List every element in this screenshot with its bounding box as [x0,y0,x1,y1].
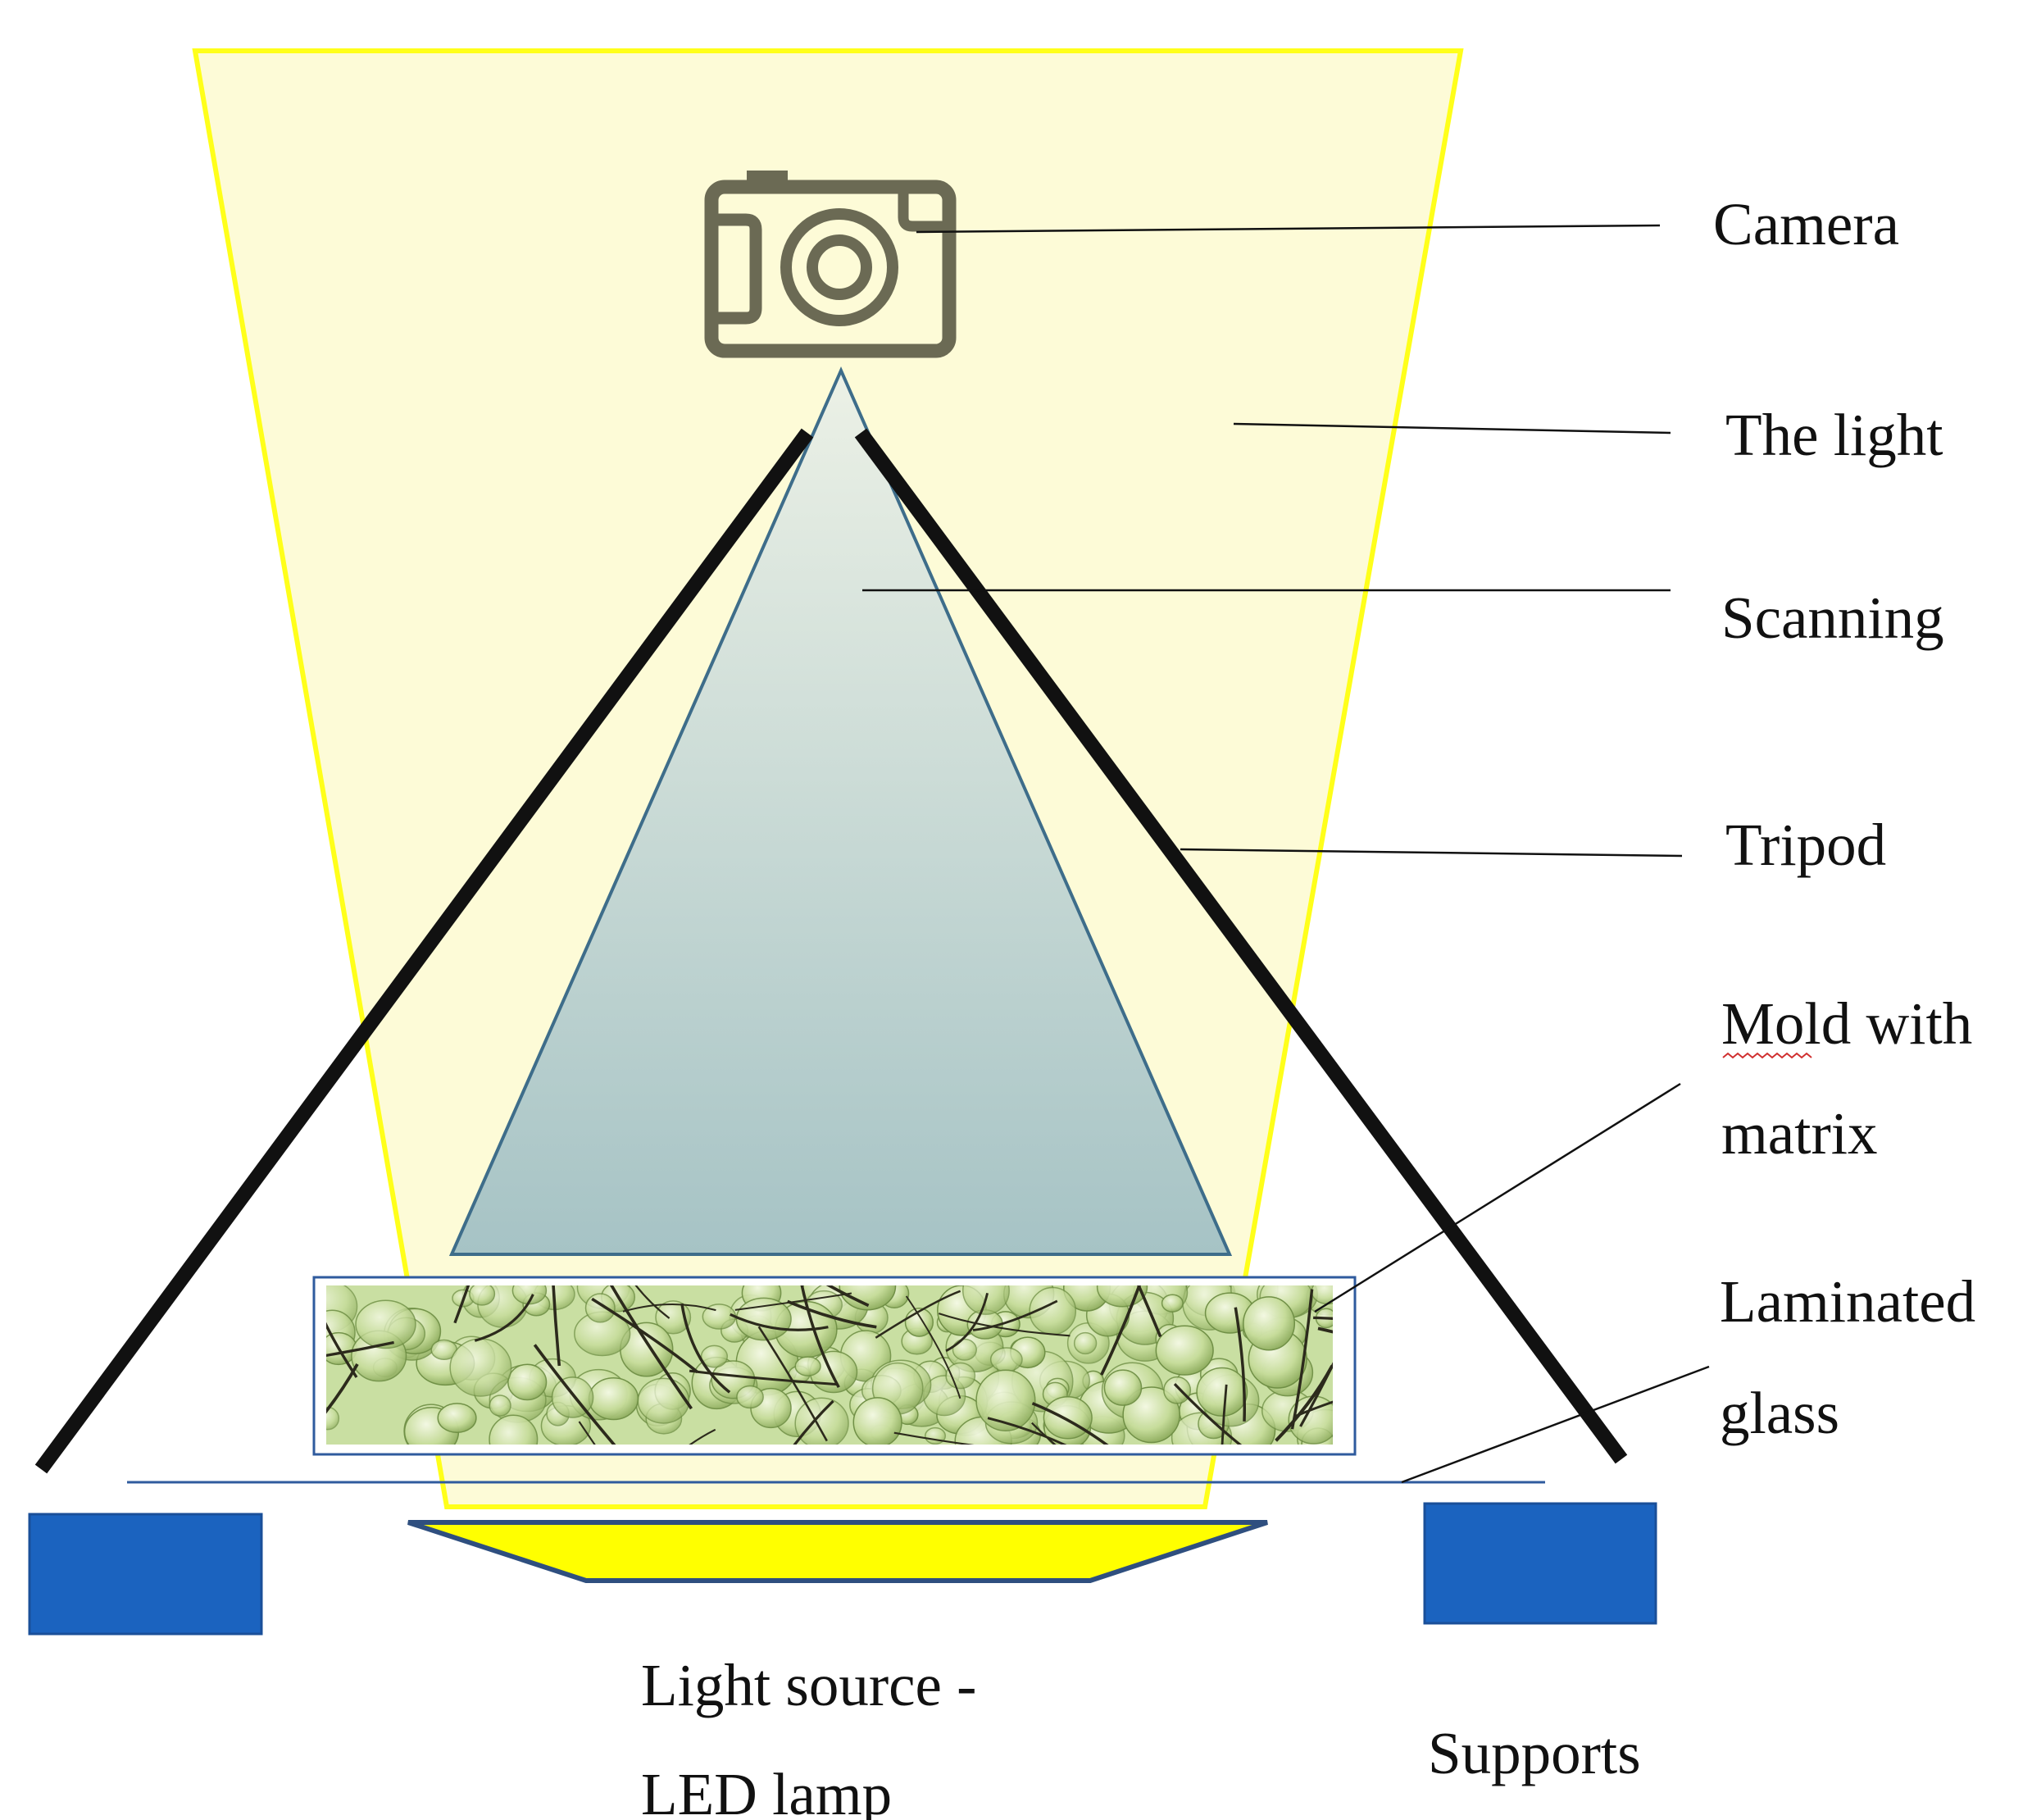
tripod-leg-left [34,428,814,1474]
label-supports: Supports [1428,1720,1641,1786]
label-laminated-line1: Laminated [1720,1268,1975,1335]
spellcheck-squiggle [1722,1052,1812,1059]
leader-mold [1314,1082,1681,1313]
label-laminated-line2: glass [1720,1380,1839,1446]
camera-icon [704,171,957,358]
label-mold-line1: Mold with [1721,990,1972,1057]
label-light-source-line2: LED lamp [641,1761,892,1820]
label-light-source-line1: Light source - [641,1652,976,1718]
scanning-cone [448,366,1233,1256]
mold-bubbles [326,1285,1333,1445]
label-camera: Camera [1713,191,1899,257]
mold-fibers [326,1285,1333,1445]
leader-tripod [1180,848,1683,858]
led-lamp [407,1520,1268,1583]
tripod-leg-right [854,428,1628,1464]
mold-with-matrix [312,1276,1357,1456]
support-right [1423,1502,1657,1625]
leader-glass [1401,1365,1710,1484]
label-mold-line2: matrix [1721,1100,1878,1167]
label-the-light: The light [1725,402,1943,468]
support-left [28,1513,263,1636]
label-tripod: Tripod [1725,812,1886,878]
label-scanning: Scanning [1721,585,1944,651]
leader-the-light [1233,422,1671,435]
leader-camera [916,224,1661,234]
